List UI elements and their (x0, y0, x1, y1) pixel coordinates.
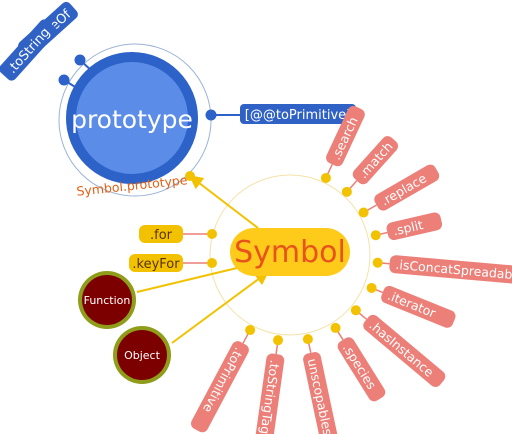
tostring-dot (58, 74, 70, 86)
species-pill[interactable]: .species (335, 335, 387, 404)
function-circle (82, 275, 132, 325)
unscopables-pill-bg (303, 352, 338, 434)
keyfor-label: .keyFor (132, 257, 180, 272)
iterator-pill-bg (381, 285, 456, 328)
match-pill-bg (352, 136, 399, 185)
search-pill-bg (326, 105, 365, 167)
hasinstance-dot (350, 305, 361, 316)
hasinstance-label: .hasInstance (366, 317, 437, 380)
tostring-pill[interactable]: .toString (0, 17, 59, 82)
keyfor-pill[interactable]: .keyFor (129, 254, 183, 272)
match-label: .match (355, 139, 395, 181)
split-label: .split (392, 217, 425, 238)
symbol-node[interactable]: Symbol (230, 228, 350, 276)
object-arrow (171, 271, 270, 344)
match-pill[interactable]: .match (350, 134, 400, 187)
valueof-dot (74, 54, 86, 66)
symbol-node-bg (230, 228, 350, 276)
toprimitive-prototype-pill-bg (240, 104, 356, 124)
object-circle (117, 330, 167, 380)
object-label: Object (124, 349, 161, 362)
isconcatspreadable-pill[interactable]: .isConcatSpreadable (389, 255, 512, 286)
keyfor-pill-bg (129, 254, 183, 272)
species-label: .species (340, 341, 380, 392)
isconcatspreadable-dot (372, 257, 383, 268)
toprimitive-pill-bg (191, 341, 249, 433)
unscopables-pill[interactable]: unscopables (302, 351, 339, 434)
species-pill-bg (337, 337, 386, 402)
toprimitive-prototype-pill[interactable]: [@@toPrimitive] (240, 104, 356, 124)
replace-pill-bg (374, 164, 440, 211)
split-pill[interactable]: .split (385, 211, 443, 241)
isconcatspreadable-pill-bg (389, 255, 512, 286)
tostringtag-dot (273, 335, 284, 346)
match-dot (341, 186, 352, 197)
object-node[interactable]: Object (113, 326, 171, 384)
tostring-pill-bg (0, 19, 57, 81)
toprimitive-dot (245, 325, 256, 336)
tostring-label: .toString (5, 25, 54, 77)
replace-dot (358, 207, 369, 218)
function-label: Function (84, 294, 131, 307)
symbol-orbit (209, 174, 371, 336)
unscopables-dot (302, 334, 313, 345)
hasinstance-pill-bg (363, 314, 446, 387)
keyfor-dot (207, 258, 217, 268)
for-pill-bg (139, 225, 183, 243)
tostringtag-pill-bg (254, 353, 285, 434)
for-pill[interactable]: .for (139, 225, 183, 243)
split-dot (370, 230, 381, 241)
tostringtag-pill[interactable]: .toStringTag (253, 353, 285, 434)
toprimitive-label: .toPrimitive (200, 345, 247, 416)
symbol-label: Symbol (234, 235, 346, 270)
prototype-link-dot (185, 171, 195, 181)
for-dot (207, 229, 217, 239)
iterator-label: .iterator (385, 288, 438, 321)
iterator-pill[interactable]: .iterator (379, 284, 457, 329)
prototype-link (188, 175, 259, 229)
toprimitive-prototype-label: [@@toPrimitive] (245, 108, 351, 123)
prototype-cluster: prototype .valueOf .toString [@@toPrimit… (0, 1, 356, 199)
split-pill-bg (386, 212, 443, 241)
toprimitive-dot (205, 109, 217, 121)
prototype-circle[interactable] (76, 62, 188, 174)
replace-pill[interactable]: .replace (372, 162, 441, 212)
toprimitive-pill[interactable]: .toPrimitive (189, 339, 251, 434)
function-node[interactable]: Function (78, 271, 136, 329)
prototype-label: prototype (71, 105, 193, 134)
unscopables-label: unscopables (305, 357, 336, 434)
iterator-dot (366, 282, 377, 293)
species-dot (330, 322, 341, 333)
search-dot (320, 172, 331, 183)
for-label: .for (150, 228, 173, 243)
